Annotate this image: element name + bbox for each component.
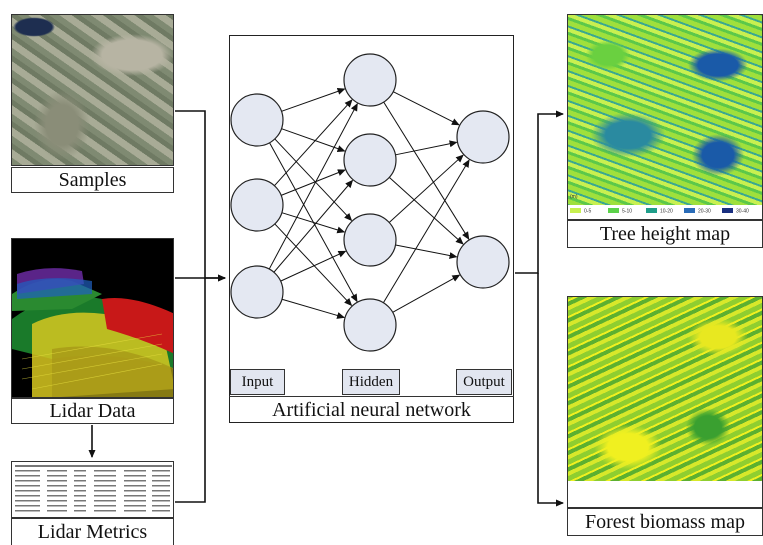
tree-height-map-image — [567, 14, 763, 220]
forest-biomass-map-image — [567, 296, 763, 508]
samples-caption: Samples — [11, 167, 174, 193]
connection-input-2-to-hidden-2 — [280, 169, 346, 196]
connection-input-3-to-hidden-1 — [268, 102, 358, 270]
hidden-node-2 — [343, 133, 397, 187]
connection-input-2-to-hidden-1 — [274, 99, 353, 187]
lidar-point-cloud-image — [11, 238, 174, 398]
connection-hidden-3-to-output-2 — [395, 244, 458, 259]
samples-satellite-image — [11, 14, 174, 166]
connection-input-2-to-hidden-3 — [281, 212, 346, 234]
connection-hidden-3-to-output-1 — [388, 154, 464, 223]
samples-to-ann-arrow — [175, 110, 226, 282]
lidar-metrics-table-image — [11, 461, 174, 518]
connection-hidden-2-to-output-2 — [388, 177, 464, 245]
input-node-1 — [230, 93, 284, 147]
lidar-metrics-to-ann-arrow — [175, 278, 206, 503]
output-node-1 — [456, 110, 510, 164]
connection-input-1-to-hidden-1 — [281, 88, 346, 112]
connection-input-1-to-hidden-2 — [281, 128, 346, 152]
connection-hidden-1-to-output-2 — [383, 101, 470, 240]
hidden-node-4 — [343, 298, 397, 352]
lidar-metrics-caption: Lidar Metrics — [11, 518, 174, 545]
hidden-node-1 — [343, 53, 397, 107]
hidden-node-3 — [343, 213, 397, 267]
connection-hidden-1-to-output-1 — [392, 91, 460, 126]
connection-input-3-to-hidden-2 — [273, 179, 354, 273]
ann-input-label: Input — [230, 369, 285, 395]
input-node-2 — [230, 178, 284, 232]
connection-hidden-4-to-output-2 — [392, 274, 461, 313]
ann-to-tree-height-arrow — [515, 110, 564, 274]
connection-hidden-4-to-output-1 — [382, 159, 470, 303]
connection-input-2-to-hidden-4 — [274, 223, 353, 307]
ann-output-label: Output — [456, 369, 512, 395]
output-node-2 — [456, 235, 510, 289]
lidar-data-caption: Lidar Data — [11, 398, 174, 424]
connection-input-3-to-hidden-3 — [280, 250, 347, 282]
connection-hidden-2-to-output-1 — [395, 140, 458, 156]
input-node-3 — [230, 265, 284, 319]
connection-input-3-to-hidden-4 — [281, 298, 346, 319]
ann-title: Artificial neural network — [229, 396, 514, 423]
ann-hidden-label: Hidden — [342, 369, 400, 395]
connection-input-1-to-hidden-3 — [274, 138, 353, 222]
ann-to-biomass-arrow — [537, 273, 564, 507]
